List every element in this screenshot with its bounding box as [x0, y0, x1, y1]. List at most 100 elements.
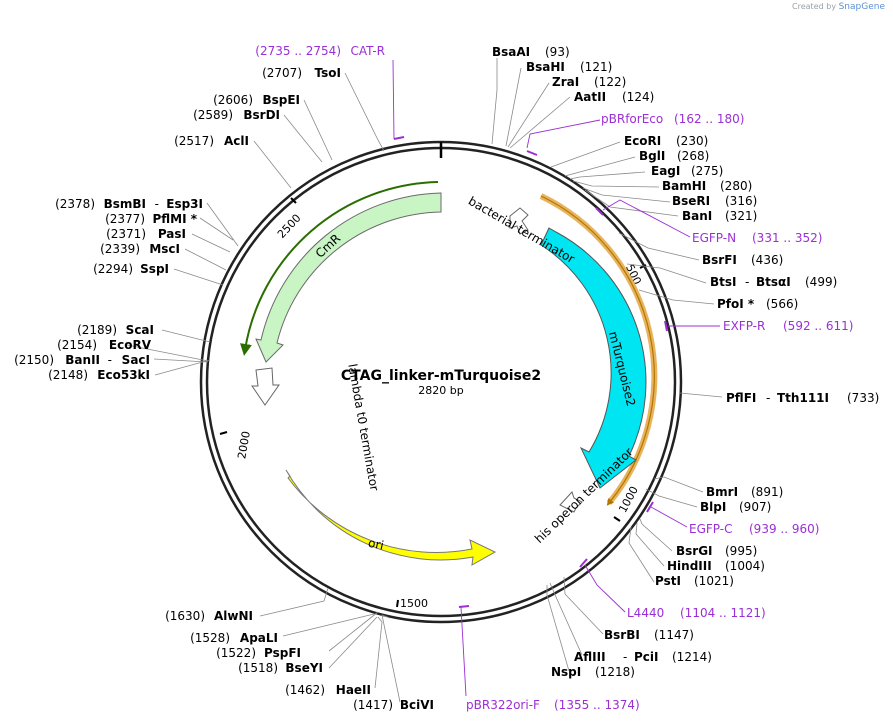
site-btsi-name2: BtsαI	[756, 275, 791, 289]
site-banii-name: BanII	[65, 353, 100, 367]
cmr-feature-arrow[interactable]	[255, 192, 442, 363]
mturquoise2-feature-arrow[interactable]	[540, 227, 647, 489]
site-bsrgi-name: BsrGI	[676, 544, 713, 558]
site-bsaai-pos: (93)	[545, 45, 570, 59]
site-acli-pos: (2517)	[174, 134, 214, 148]
site-nspi-pos: (1218)	[595, 665, 635, 679]
backbone-ring	[199, 140, 683, 624]
site-bmri-pos: (891)	[751, 485, 783, 499]
primer-egfpn-range: (331 .. 352)	[752, 231, 822, 245]
primer-l4440-name: L4440	[627, 606, 664, 620]
site-bsmbi-name: BsmBI	[104, 197, 146, 211]
lambda-terminator-icon[interactable]	[251, 367, 280, 406]
primer-egfpc-name: EGFP-C	[689, 522, 732, 536]
site-ecorv-name: EcoRV	[109, 338, 152, 352]
cmr-outer-arrow	[240, 181, 439, 356]
site-ecori-pos: (230)	[676, 134, 708, 148]
site-bseri-name: BseRI	[672, 194, 710, 208]
snapgene-logo: SnapGene	[838, 2, 885, 12]
site-bsrbi-name: BsrBI	[604, 628, 640, 642]
created-by-text: Created by	[792, 2, 837, 11]
primer-pbrforeco-range: (162 .. 180)	[674, 112, 744, 126]
site-haeii-name: HaeII	[336, 683, 371, 697]
site-bsahi-pos: (121)	[580, 60, 612, 74]
plasmid-length: 2820 bp	[418, 384, 463, 397]
site-eagi-name: EagI	[651, 164, 680, 178]
site-bgli-pos: (268)	[677, 149, 709, 163]
site-apali-pos: (1528)	[190, 631, 230, 645]
site-afliii-sep: -	[623, 650, 627, 664]
site-psti-name: PstI	[655, 574, 681, 588]
site-afliii-name: AflIII	[574, 650, 606, 664]
site-bsmbi-name2: Esp3I	[166, 197, 203, 211]
bacterial-terminator-icon[interactable]	[509, 207, 529, 235]
site-msci-pos: (2339)	[100, 242, 140, 256]
primer-leader-lines	[392, 59, 720, 697]
site-ecori-name: EcoRI	[624, 134, 661, 148]
tick-label-1500: 1500	[400, 597, 428, 610]
site-bgli-name: BglI	[639, 149, 665, 163]
site-acli-name: AclI	[224, 134, 249, 148]
site-alwni-name: AlwNI	[214, 609, 253, 623]
site-bseyi-pos: (1518)	[238, 661, 278, 675]
his-operon-terminator-icon[interactable]	[559, 491, 583, 513]
site-afliii-pos: (1214)	[672, 650, 712, 664]
site-aatii-name: AatII	[574, 90, 606, 104]
site-pflfi-name2: Tth111I	[777, 391, 829, 405]
primer-catr-range: (2735 .. 2754)	[255, 44, 341, 58]
site-pflfi-name: PflFI	[726, 391, 756, 405]
site-bcivi-pos: (1417)	[353, 698, 393, 712]
site-bseri-pos: (316)	[725, 194, 757, 208]
site-pspfi-pos: (1522)	[216, 646, 256, 660]
site-blpi-name: BlpI	[700, 500, 726, 514]
primer-pbr322ori-name: pBR322ori-F	[466, 698, 540, 712]
site-bsrfi-name: BsrFI	[702, 253, 737, 267]
ori-feature-arrow[interactable]	[285, 469, 497, 566]
site-banii-name2: SacI	[122, 353, 150, 367]
site-zrai-name: ZraI	[552, 75, 579, 89]
site-bsrbi-pos: (1147)	[654, 628, 694, 642]
site-aatii-pos: (124)	[622, 90, 654, 104]
primer-exfpr-name: EXFP-R	[723, 319, 765, 333]
site-bmri-name: BmrI	[706, 485, 738, 499]
site-haeii-pos: (1462)	[285, 683, 325, 697]
site-tsoi-name: TsoI	[315, 66, 341, 80]
site-nspi-name: NspI	[551, 665, 581, 679]
site-pflfi-sep: -	[766, 391, 770, 405]
primer-marks	[393, 136, 668, 608]
plasmid-name: CTAG_linker-mTurquoise2	[341, 368, 541, 384]
site-sspi-pos: (2294)	[93, 262, 133, 276]
site-pspfi-name: PspFI	[264, 646, 301, 660]
site-eco53ki-pos: (2148)	[48, 368, 88, 382]
primer-catr-name: CAT-R	[350, 44, 385, 58]
site-alwni-pos: (1630)	[165, 609, 205, 623]
primer-egfpn-name: EGFP-N	[692, 231, 736, 245]
tick-marks	[219, 197, 647, 608]
site-bspei-pos: (2606)	[213, 93, 253, 107]
site-pflfi-pos: (733)	[847, 391, 879, 405]
site-bani-pos: (321)	[725, 209, 757, 223]
site-pasi-pos: (2371)	[106, 227, 146, 241]
primer-exfpr-range: (592 .. 611)	[783, 319, 853, 333]
site-ecorv-pos: (2154)	[57, 338, 97, 352]
site-bsaai-name: BsaAI	[492, 45, 530, 59]
site-blpi-pos: (907)	[739, 500, 771, 514]
site-bamhi-name: BamHI	[662, 179, 706, 193]
site-msci-name: MscI	[149, 242, 180, 256]
site-bsrgi-pos: (995)	[725, 544, 757, 558]
primer-egfpc-range: (939 .. 960)	[749, 522, 819, 536]
site-bsmbi-pos: (2378)	[55, 197, 95, 211]
site-bseyi-name: BseYI	[285, 661, 323, 675]
site-hindiii-name: HindIII	[667, 559, 712, 573]
site-eagi-pos: (275)	[691, 164, 723, 178]
site-bspei-name: BspEI	[262, 93, 300, 107]
ori-label: ori	[367, 536, 385, 553]
site-scai-pos: (2189)	[77, 323, 117, 337]
site-pfoi-pos: (566)	[766, 297, 798, 311]
site-bsmbi-sep: -	[155, 197, 159, 211]
site-afliii-name2: PciI	[634, 650, 659, 664]
site-pflmi-name: PflMI *	[152, 212, 197, 226]
site-zrai-pos: (122)	[594, 75, 626, 89]
site-hindiii-pos: (1004)	[725, 559, 765, 573]
